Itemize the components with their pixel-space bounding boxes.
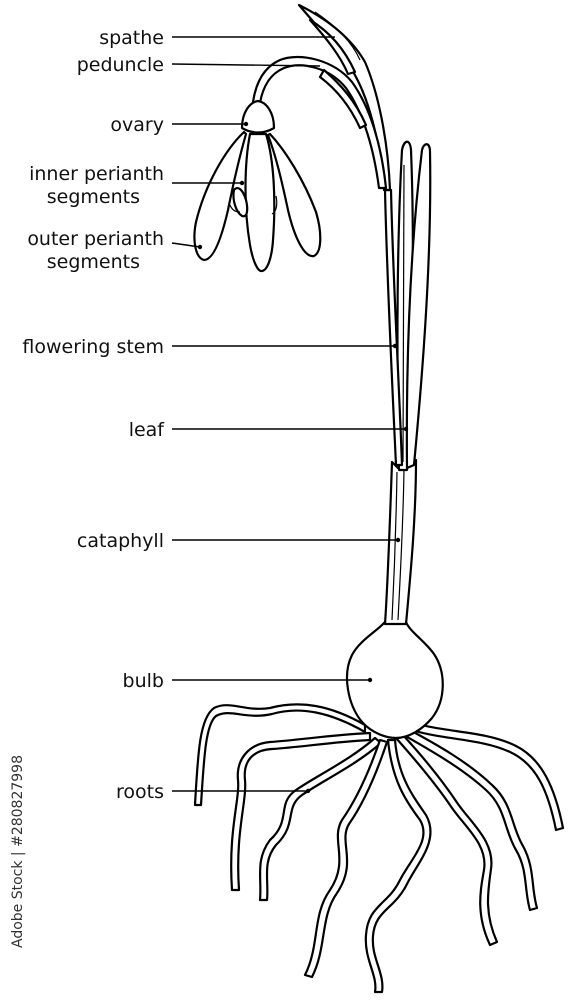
label-bulb: bulb	[123, 670, 164, 692]
leader-outer-perianth	[171, 242, 201, 248]
labels: spathe peduncle ovary inner perianth seg…	[22, 27, 165, 803]
stock-watermark: Adobe Stock | #280827998	[10, 755, 26, 948]
leader-peduncle	[171, 63, 321, 67]
label-inner-perianth-line2: segments	[47, 186, 140, 208]
label-ovary: ovary	[110, 114, 164, 136]
label-cataphyll: cataphyll	[77, 530, 164, 552]
label-spathe: spathe	[99, 27, 164, 49]
label-roots: roots	[116, 781, 164, 803]
label-outer-perianth-line1: outer perianth	[27, 228, 164, 250]
label-peduncle: peduncle	[77, 54, 164, 76]
label-inner-perianth-line1: inner perianth	[29, 163, 164, 185]
flowering-stem-illustration	[383, 188, 404, 467]
flower-illustration	[193, 99, 322, 273]
label-outer-perianth-line2: segments	[47, 251, 140, 273]
bulb-illustration	[345, 620, 444, 740]
roots-illustration	[193, 703, 565, 994]
leaves-illustration	[396, 140, 432, 472]
spathe-illustration	[297, 3, 392, 192]
label-flowering-stem: flowering stem	[22, 336, 164, 358]
cataphyll-illustration	[383, 458, 418, 626]
leader-lines	[171, 36, 409, 794]
label-leaf: leaf	[129, 419, 166, 441]
